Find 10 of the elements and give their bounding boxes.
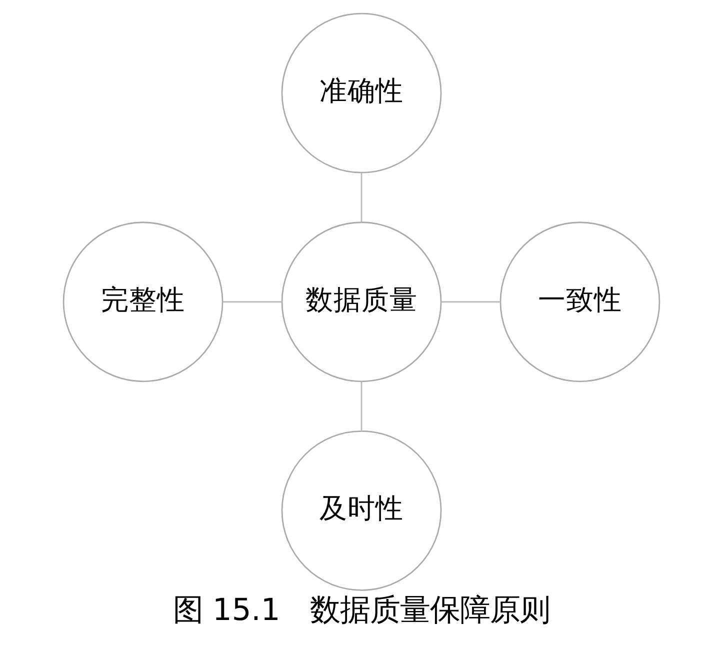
caption: 图 15.1 数据质量保障原则 [172, 593, 550, 628]
connector [360, 172, 362, 222]
connector [222, 301, 282, 303]
node-circle: 完整性 [62, 222, 223, 382]
connector [360, 382, 362, 432]
node-circle: 准确性 [280, 12, 442, 174]
node-circle: 数据质量 [280, 222, 442, 382]
node-circle: 及时性 [280, 430, 442, 591]
node-circle: 一致性 [499, 222, 660, 382]
connector [440, 301, 500, 303]
